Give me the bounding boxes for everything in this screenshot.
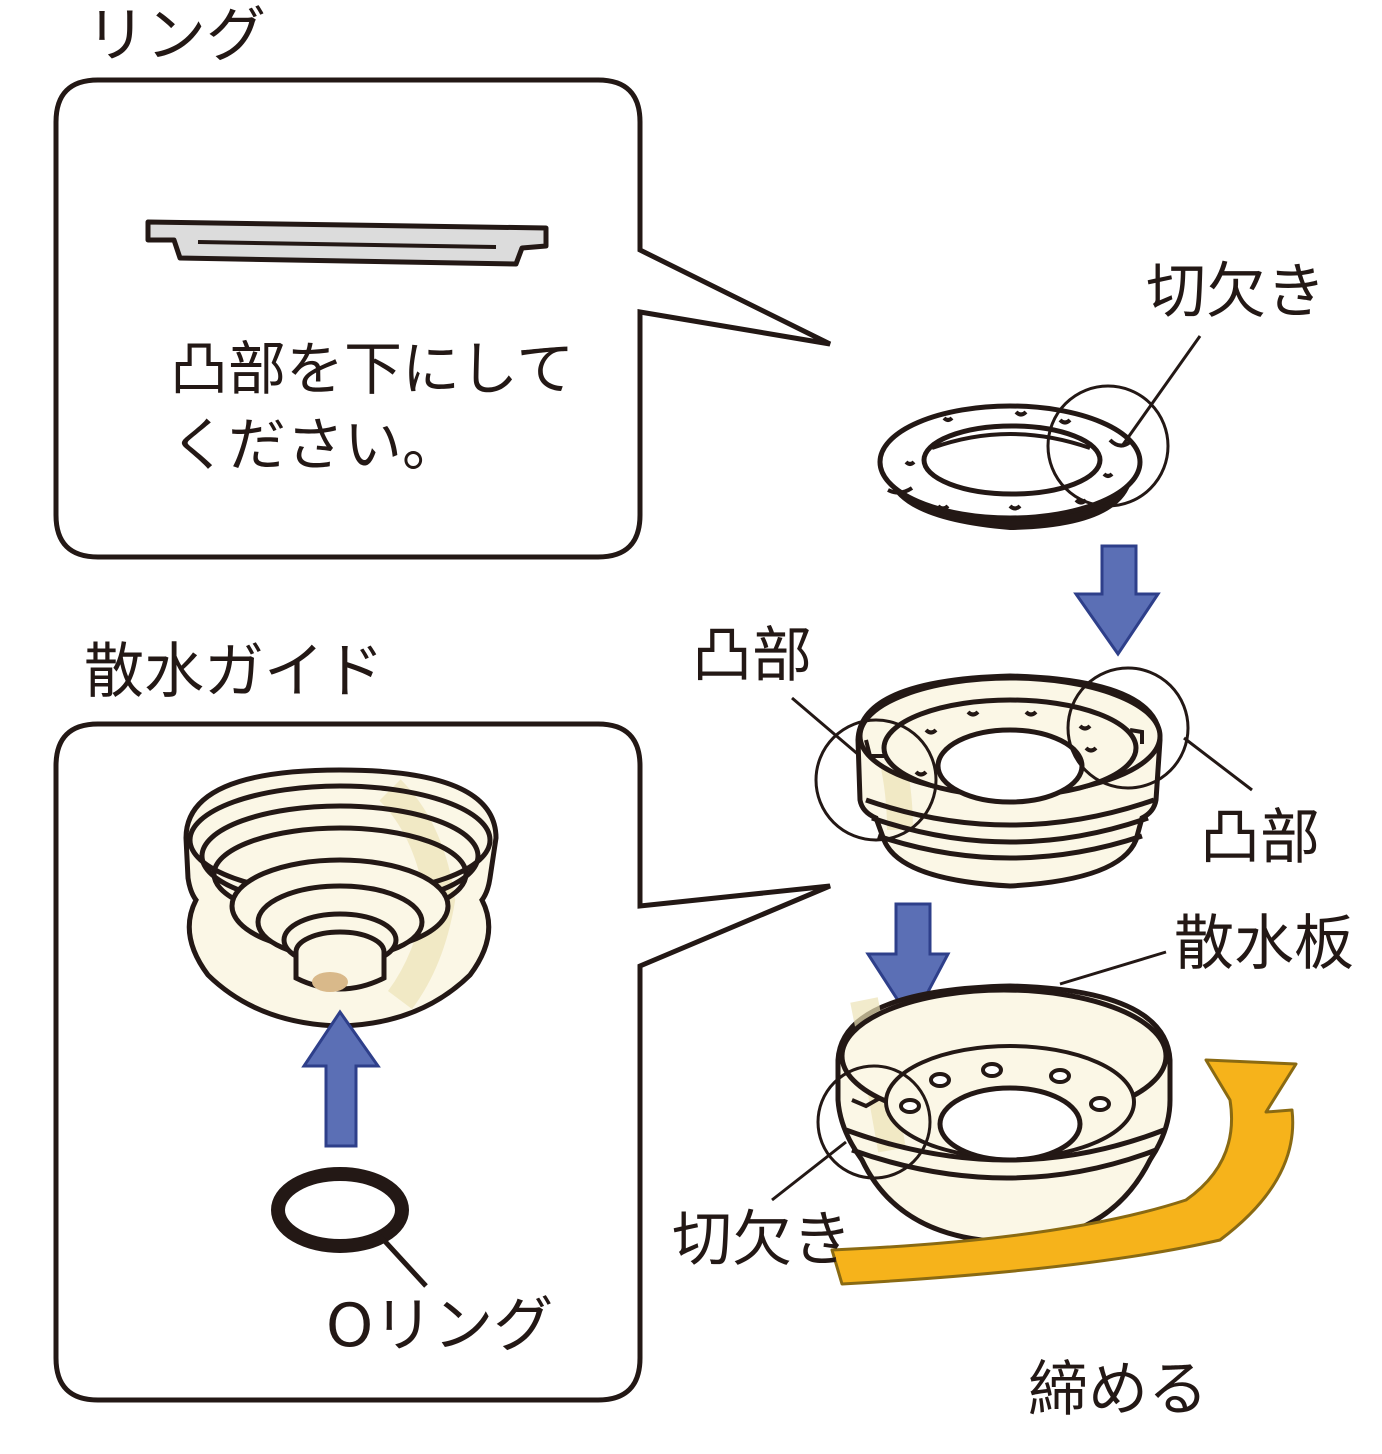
- ring-note-line1: 凸部を下にして: [170, 335, 575, 403]
- protrusion-label-left: 凸部: [692, 621, 812, 691]
- assemble-arrow-down-1: [1073, 544, 1161, 657]
- spray-plate-part: [771, 950, 1173, 1245]
- protrusion-label-right: 凸部: [1200, 803, 1320, 873]
- tighten-label: 締める: [1028, 1355, 1208, 1425]
- o-ring-part: [271, 1167, 428, 1288]
- spray-guide-title: 散水ガイド: [84, 637, 384, 707]
- assemble-arrow-down-2: [865, 902, 951, 1025]
- o-ring-label: Oリング: [326, 1291, 554, 1361]
- ring-side-view: [145, 219, 549, 267]
- ring-callout-box: [53, 77, 832, 560]
- notch-label-top: 切欠き: [1146, 257, 1326, 327]
- ring-title: リング: [86, 1, 266, 71]
- insert-arrow-up: [301, 1009, 381, 1148]
- tighten-rotation-arrow: [830, 1058, 1298, 1286]
- spray-plate-label: 散水板: [1174, 909, 1354, 979]
- ring-note-line2: ください。: [170, 411, 461, 479]
- ring-top-view: [877, 335, 1202, 530]
- spray-guide-assembled: [791, 666, 1253, 889]
- spray-guide-part: [183, 767, 499, 1029]
- notch-label-bottom: 切欠き: [672, 1205, 852, 1275]
